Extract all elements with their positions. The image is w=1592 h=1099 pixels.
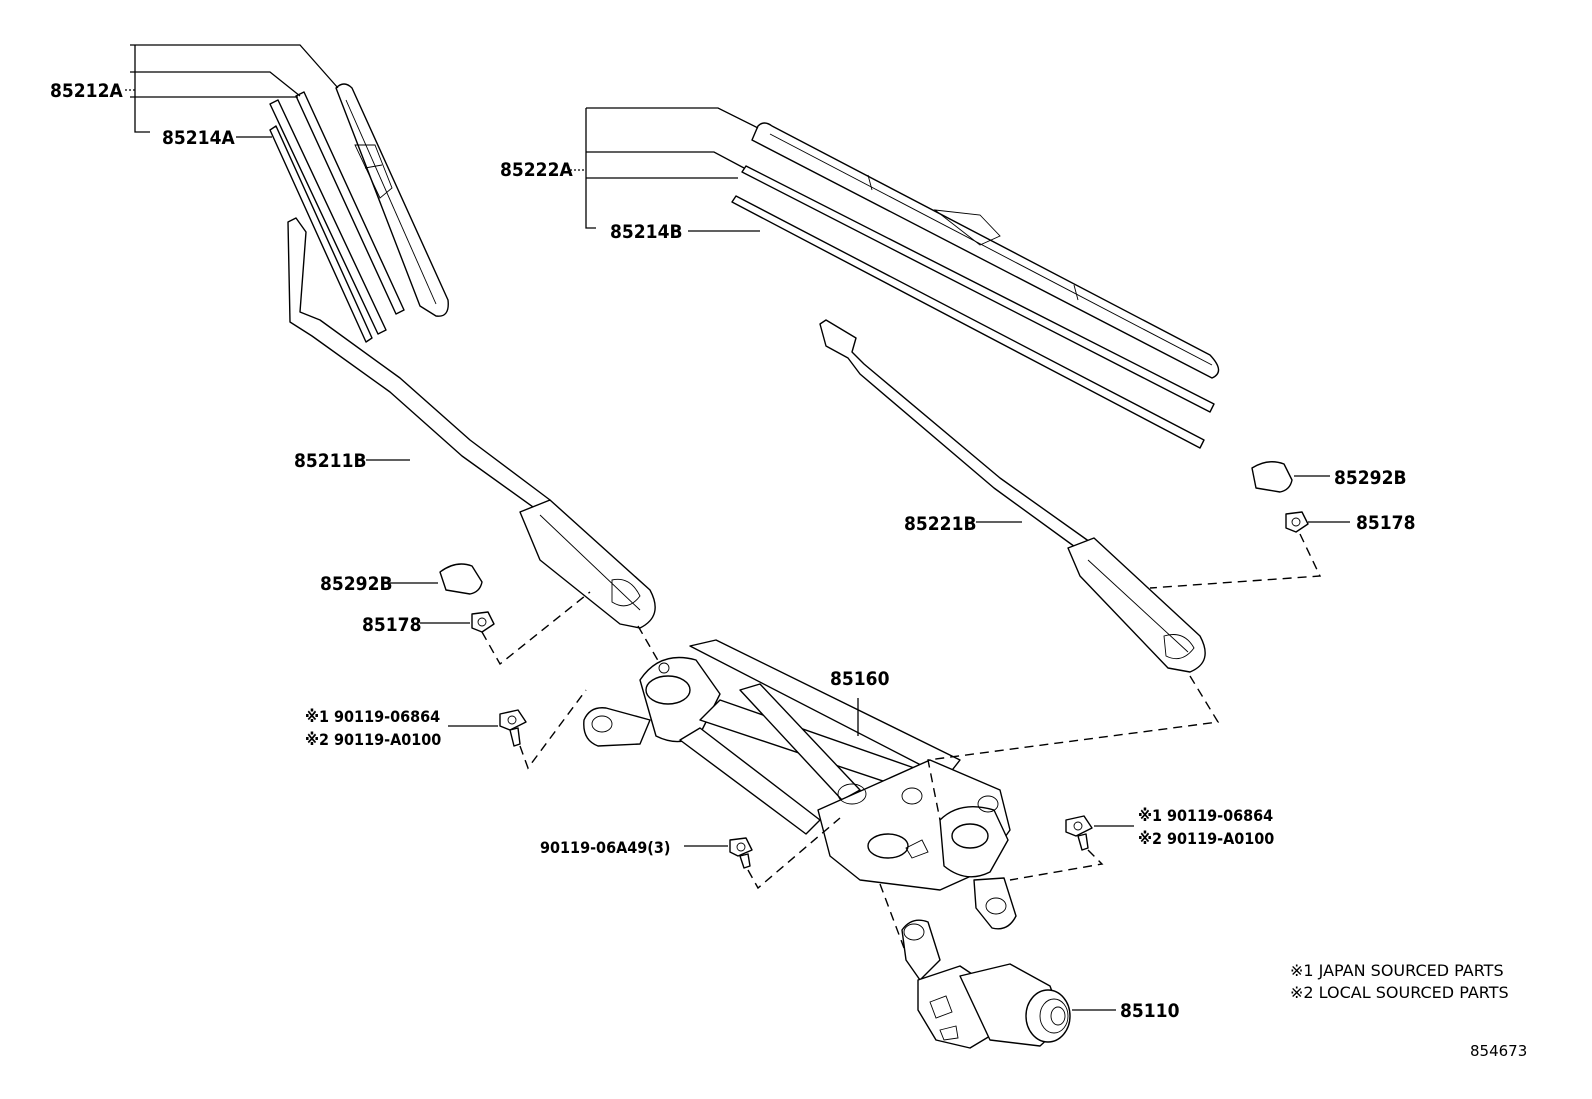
label-bolt-left-2: ※2 90119-A0100 [305,730,441,749]
motor-to-linkage-dash [879,883,905,949]
left-nut[interactable] [471,611,495,633]
wiper-linkage[interactable] [583,639,1017,930]
left-arm-cap[interactable] [439,563,483,595]
label-85222A: 85222A [500,159,573,181]
leader-85222A [570,107,759,229]
label-85292B-right: 85292B [1334,467,1407,489]
left-arm-to-pivot-dash [637,625,661,665]
center-mount-bolt[interactable] [729,837,753,869]
label-bolt-center: 90119-06A49(3) [540,838,670,857]
left-blade-rubber[interactable] [269,91,405,343]
left-mount-bolt[interactable] [499,709,527,747]
label-85214A: 85214A [162,127,235,149]
label-85110: 85110 [1120,1000,1180,1022]
right-mount-bolt[interactable] [1065,815,1093,851]
right-arm-to-pivot-dash [927,675,1220,821]
right-arm-cap[interactable] [1251,461,1293,493]
center-bolt-dash [747,817,841,890]
right-wiper-blade[interactable] [751,122,1220,379]
right-bolt-dash [1009,849,1104,881]
right-wiper-arm[interactable] [819,319,1206,673]
right-nut[interactable] [1285,511,1309,533]
note-local-sourced: ※2 LOCAL SOURCED PARTS [1290,983,1509,1002]
left-wiper-arm[interactable] [287,217,656,629]
label-bolt-left-1: ※1 90119-06864 [305,707,440,726]
label-85292B-left: 85292B [320,573,393,595]
label-85212A: 85212A [50,80,123,102]
figure-number: 854673 [1470,1042,1527,1060]
label-bolt-right-2: ※2 90119-A0100 [1138,829,1274,848]
label-85214B: 85214B [610,221,683,243]
right-blade-rubber[interactable] [731,165,1215,449]
left-wiper-blade[interactable] [335,83,449,317]
right-nut-dash [1149,533,1322,589]
label-85178-left: 85178 [362,614,421,636]
label-85178-right: 85178 [1356,512,1415,534]
left-nut-dash [481,591,591,666]
wiper-motor[interactable] [901,919,1071,1049]
note-japan-sourced: ※1 JAPAN SOURCED PARTS [1290,961,1504,980]
label-85160: 85160 [830,668,890,690]
label-bolt-right-1: ※1 90119-06864 [1138,806,1273,825]
left-bolt-dash [519,689,587,770]
label-85211B: 85211B [294,450,367,472]
label-85221B: 85221B [904,513,977,535]
leader-85212A [125,44,339,133]
